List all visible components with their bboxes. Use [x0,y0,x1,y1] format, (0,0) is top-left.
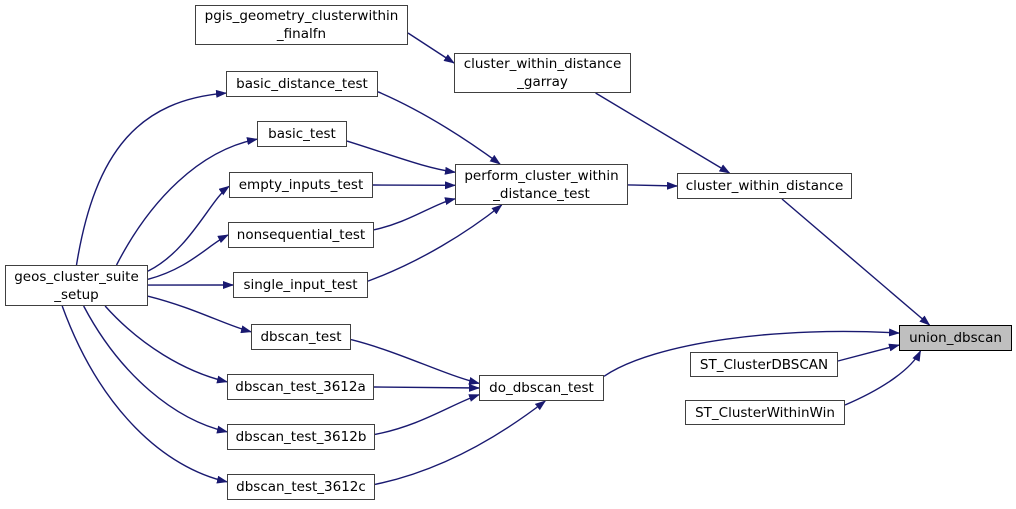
edge-cluster_within_distance_garray-to-cluster_within_distance [595,92,731,174]
node-label: _distance_test [493,185,590,202]
node-label: _setup [54,286,99,303]
node-basic_distance_test[interactable]: basic_distance_test [226,71,378,97]
edge-ST_ClusterDBSCAN-to-union_dbscan [837,343,900,362]
node-label: dbscan_test [260,329,342,345]
node-label: cluster_within_distance [685,178,844,194]
edge-geos_cluster_suite_setup-to-dbscan_test_3612b [83,305,228,434]
node-do_dbscan_test[interactable]: do_dbscan_test [479,375,604,401]
node-dbscan_test_3612c[interactable]: dbscan_test_3612c [227,474,375,500]
edge-basic_test-to-perform_cluster_within_distance_test [346,140,456,175]
node-label: do_dbscan_test [489,380,594,396]
node-ST_ClusterWithinWin[interactable]: ST_ClusterWithinWin [685,400,845,425]
edge-dbscan_test_3612b-to-do_dbscan_test [374,394,480,436]
node-label: dbscan_test_3612b [235,429,367,445]
node-label: single_input_test [243,277,358,293]
node-nonsequential_test[interactable]: nonsequential_test [228,222,374,248]
edge-geos_cluster_suite_setup-to-dbscan_test_3612c [61,305,228,484]
edge-cluster_within_distance-to-union_dbscan [781,198,931,326]
node-cluster_within_distance[interactable]: cluster_within_distance [677,173,852,199]
edge-geos_cluster_suite_setup-to-basic_test [115,137,258,266]
node-dbscan_test_3612b[interactable]: dbscan_test_3612b [227,424,375,450]
node-dbscan_test[interactable]: dbscan_test [251,324,351,350]
node-label: ST_ClusterWithinWin [695,404,835,421]
edge-ST_ClusterWithinWin-to-union_dbscan [844,350,922,406]
node-label: pgis_geometry_clusterwithin [204,8,399,24]
edge-geos_cluster_suite_setup-to-basic_distance_test [75,89,227,266]
node-pgis_geometry_clusterwithin_finalfn[interactable]: pgis_geometry_clusterwithin _finalfn [195,5,408,45]
node-label: cluster_within_distance [463,56,622,72]
node-perform_cluster_within_distance_test[interactable]: perform_cluster_within_distance_test [455,164,628,205]
node-label: perform_cluster_within [464,167,619,184]
edge-single_input_test-to-perform_cluster_within_distance_test [367,204,503,282]
node-single_input_test[interactable]: single_input_test [233,272,368,298]
edge-geos_cluster_suite_setup-to-dbscan_test_3612a [104,305,228,384]
edge-geos_cluster_suite_setup-to-nonsequential_test [147,234,229,281]
node-label: union_dbscan [909,330,1002,346]
node-label: nonsequential_test [236,227,366,243]
edge-dbscan_test_3612c-to-do_dbscan_test [374,400,547,486]
edge-pgis_geometry_clusterwithin_finalfn-to-cluster_within_distance_garray [407,32,455,64]
node-label: basic_distance_test [236,76,368,92]
edge-dbscan_test_3612a-to-do_dbscan_test [373,383,480,392]
node-basic_test[interactable]: basic_test [257,121,347,147]
edge-geos_cluster_suite_setup-to-dbscan_test [147,295,252,334]
edge-perform_cluster_within_distance_test-to-cluster_within_distance [627,181,678,190]
node-label: dbscan_test_3612a [235,379,366,395]
node-union_dbscan: union_dbscan [899,325,1012,351]
node-label: _garray [517,74,568,90]
node-label: dbscan_test_3612c [236,479,366,495]
edge-do_dbscan_test-to-union_dbscan [603,328,900,377]
edge-dbscan_test-to-do_dbscan_test [350,338,480,385]
node-label: empty_inputs_test [238,177,364,193]
node-empty_inputs_test[interactable]: empty_inputs_test [229,172,373,198]
node-dbscan_test_3612a[interactable]: dbscan_test_3612a [227,374,374,400]
node-label: _finalfn [276,26,327,42]
edge-basic_distance_test-to-perform_cluster_within_distance_test [377,91,501,165]
node-label: geos_cluster_suite [14,268,139,285]
edge-nonsequential_test-to-perform_cluster_within_distance_test [373,197,456,231]
node-label: ST_ClusterDBSCAN [699,356,829,373]
node-ST_ClusterDBSCAN[interactable]: ST_ClusterDBSCAN [690,352,838,377]
node-geos_cluster_suite_setup[interactable]: geos_cluster_suite_setup [5,265,148,306]
edge-geos_cluster_suite_setup-to-empty_inputs_test [147,185,230,272]
node-cluster_within_distance_garray[interactable]: cluster_within_distance _garray [454,53,631,93]
node-label: basic_test [268,126,336,142]
